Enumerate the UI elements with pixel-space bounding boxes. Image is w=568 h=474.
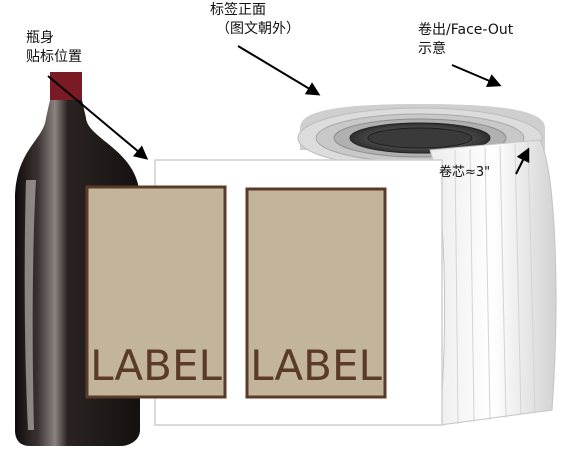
wind-direction-line-1: 卷出/Face-Out (418, 22, 514, 38)
label-2-text: LABEL (250, 341, 382, 390)
label-front-line-1: 标签正面 (210, 2, 266, 18)
label-front-line-2: （图文朝外） (216, 21, 300, 37)
wind-direction-arrow (451, 64, 502, 88)
bottle-capsule (50, 72, 82, 102)
label-1-text: LABEL (90, 341, 222, 390)
roll-side-layers (429, 139, 557, 426)
bottle-position-line-1: 瓶身 (26, 30, 54, 46)
wind-direction-caption: 卷出/Face-Out 示意 (418, 21, 513, 59)
core-size-arrow (515, 147, 530, 175)
bottle-position-caption: 瓶身 贴标位置 (26, 29, 82, 67)
bottle-position-arrow (47, 75, 149, 160)
wind-direction-line-2: 示意 (418, 41, 446, 57)
label-1: LABEL (85, 185, 227, 399)
label-2: LABEL (245, 187, 387, 399)
label-roll (297, 104, 557, 426)
label-front-arrow (237, 45, 321, 96)
label-front-caption: 标签正面 （图文朝外） (210, 1, 300, 39)
core-size-caption: 卷芯≈3" (439, 165, 491, 180)
bottle-position-line-2: 贴标位置 (26, 49, 82, 65)
